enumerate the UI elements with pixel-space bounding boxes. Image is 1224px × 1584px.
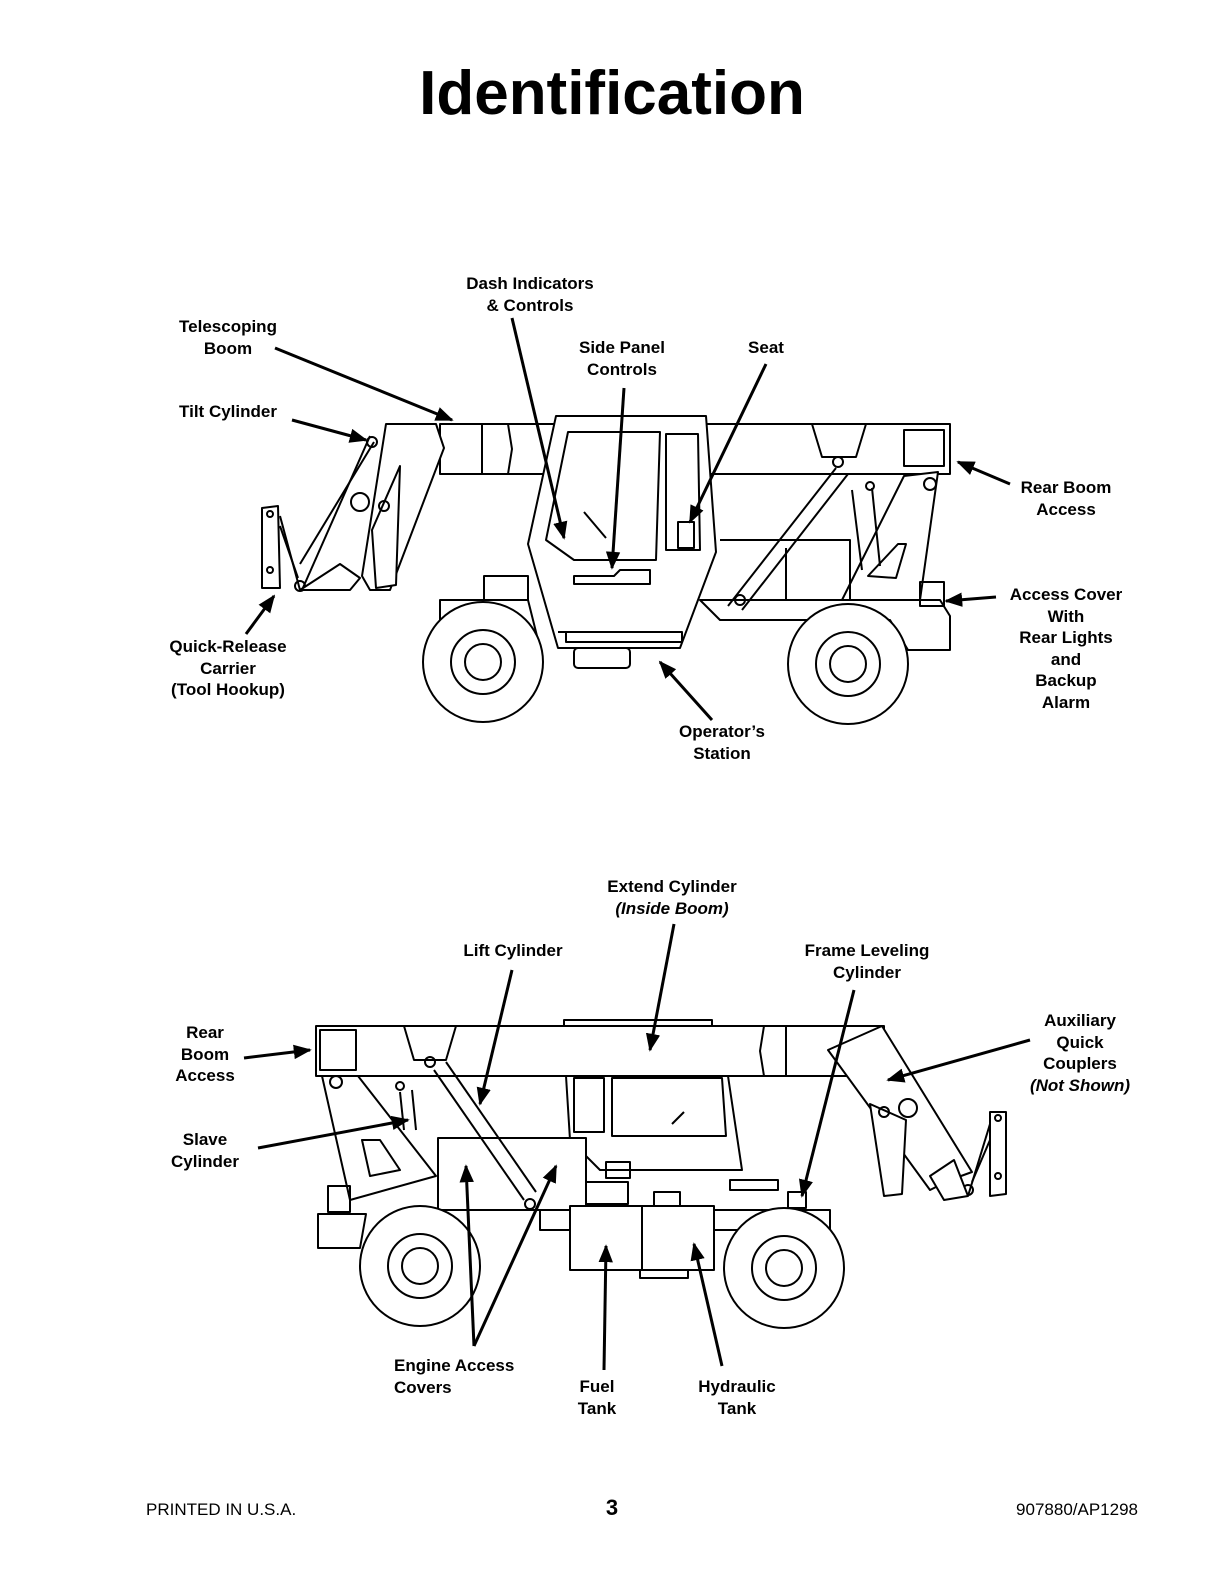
bottom-cab — [565, 1075, 779, 1205]
arrow-fuel-tank — [598, 1244, 613, 1371]
arrow-hydraulic-tank — [690, 1242, 724, 1367]
footer-left: PRINTED IN U.S.A. — [146, 1500, 297, 1519]
arrow-slave-cylinder — [257, 1115, 410, 1150]
label-rear-boom-access-top: Rear Boom Access — [1020, 478, 1112, 519]
top-rear-wheel — [787, 603, 909, 725]
bottom-front-wheel — [723, 1207, 845, 1329]
page-number: 3 — [605, 1495, 619, 1520]
label-dash-indicators-controls: Dash Indicators & Controls — [466, 274, 594, 315]
arrow-frame-leveling — [798, 989, 856, 1198]
arrow-quick-release — [244, 594, 276, 635]
label-auxiliary-quick-couplers: Auxiliary Quick Couplers (Not Shown) — [1029, 1011, 1131, 1095]
label-hydraulic-tank: Hydraulic Tank — [698, 1377, 776, 1418]
label-access-cover: Access Cover With Rear Lights and Backup… — [1009, 585, 1123, 712]
label-extend-cylinder: Extend Cylinder (Inside Boom) — [607, 877, 737, 918]
page-title: Identification — [419, 59, 805, 128]
arrow-lift-cylinder — [476, 969, 514, 1106]
top-tilt-arm — [299, 423, 445, 591]
arrow-tilt-cylinder — [291, 418, 368, 443]
label-frame-leveling-cylinder: Frame Leveling Cylinder — [804, 941, 930, 982]
label-quick-release-carrier: Quick-Release Carrier (Tool Hookup) — [169, 637, 287, 699]
bottom-rear-wheel — [359, 1205, 481, 1327]
label-rear-boom-access-bottom: Rear Boom Access — [175, 1023, 235, 1085]
arrow-telescoping-boom — [274, 346, 454, 422]
arrow-auxiliary-couplers — [886, 1038, 1031, 1083]
label-operators-station: Operator’s Station — [679, 722, 765, 763]
arrow-access-cover — [944, 592, 997, 607]
label-engine-access-covers: Engine Access Covers — [394, 1356, 515, 1397]
top-machine — [261, 415, 951, 725]
label-telescoping-boom: Telescoping Boom — [179, 317, 277, 358]
bottom-rear-upright — [321, 1075, 437, 1201]
arrow-operators-station — [658, 660, 714, 722]
footer-right: 907880/AP1298 — [1016, 1500, 1138, 1519]
top-lift-cylinder — [727, 456, 881, 611]
bottom-carrier — [929, 1111, 1007, 1201]
label-lift-cylinder: Lift Cylinder — [463, 941, 563, 960]
arrow-rear-boom-access-top — [956, 460, 1011, 486]
label-fuel-tank: Fuel Tank — [577, 1377, 617, 1418]
label-seat: Seat — [748, 338, 784, 357]
bottom-boom — [315, 1019, 885, 1077]
arrow-dash-indicators — [510, 317, 568, 540]
label-tilt-cylinder: Tilt Cylinder — [179, 402, 277, 421]
arrow-seat — [688, 363, 768, 524]
arrow-rear-boom-access-bottom — [243, 1044, 312, 1060]
bottom-machine — [315, 1019, 1007, 1329]
top-leader-arrows — [244, 317, 1011, 722]
arrow-engine-cover-2 — [472, 1164, 558, 1347]
label-side-panel-controls: Side Panel Controls — [579, 338, 665, 379]
arrow-side-panel — [605, 387, 626, 570]
arrow-extend-cylinder — [645, 923, 676, 1052]
top-front-wheel — [422, 601, 544, 723]
bottom-lift-cylinder — [395, 1056, 537, 1210]
label-slave-cylinder: Slave Cylinder — [170, 1130, 240, 1171]
top-cab — [527, 415, 717, 669]
top-carrier — [261, 505, 361, 592]
arrow-engine-cover-1 — [459, 1164, 476, 1347]
top-rear-upright — [841, 471, 939, 601]
bottom-leader-arrows — [243, 923, 1031, 1371]
